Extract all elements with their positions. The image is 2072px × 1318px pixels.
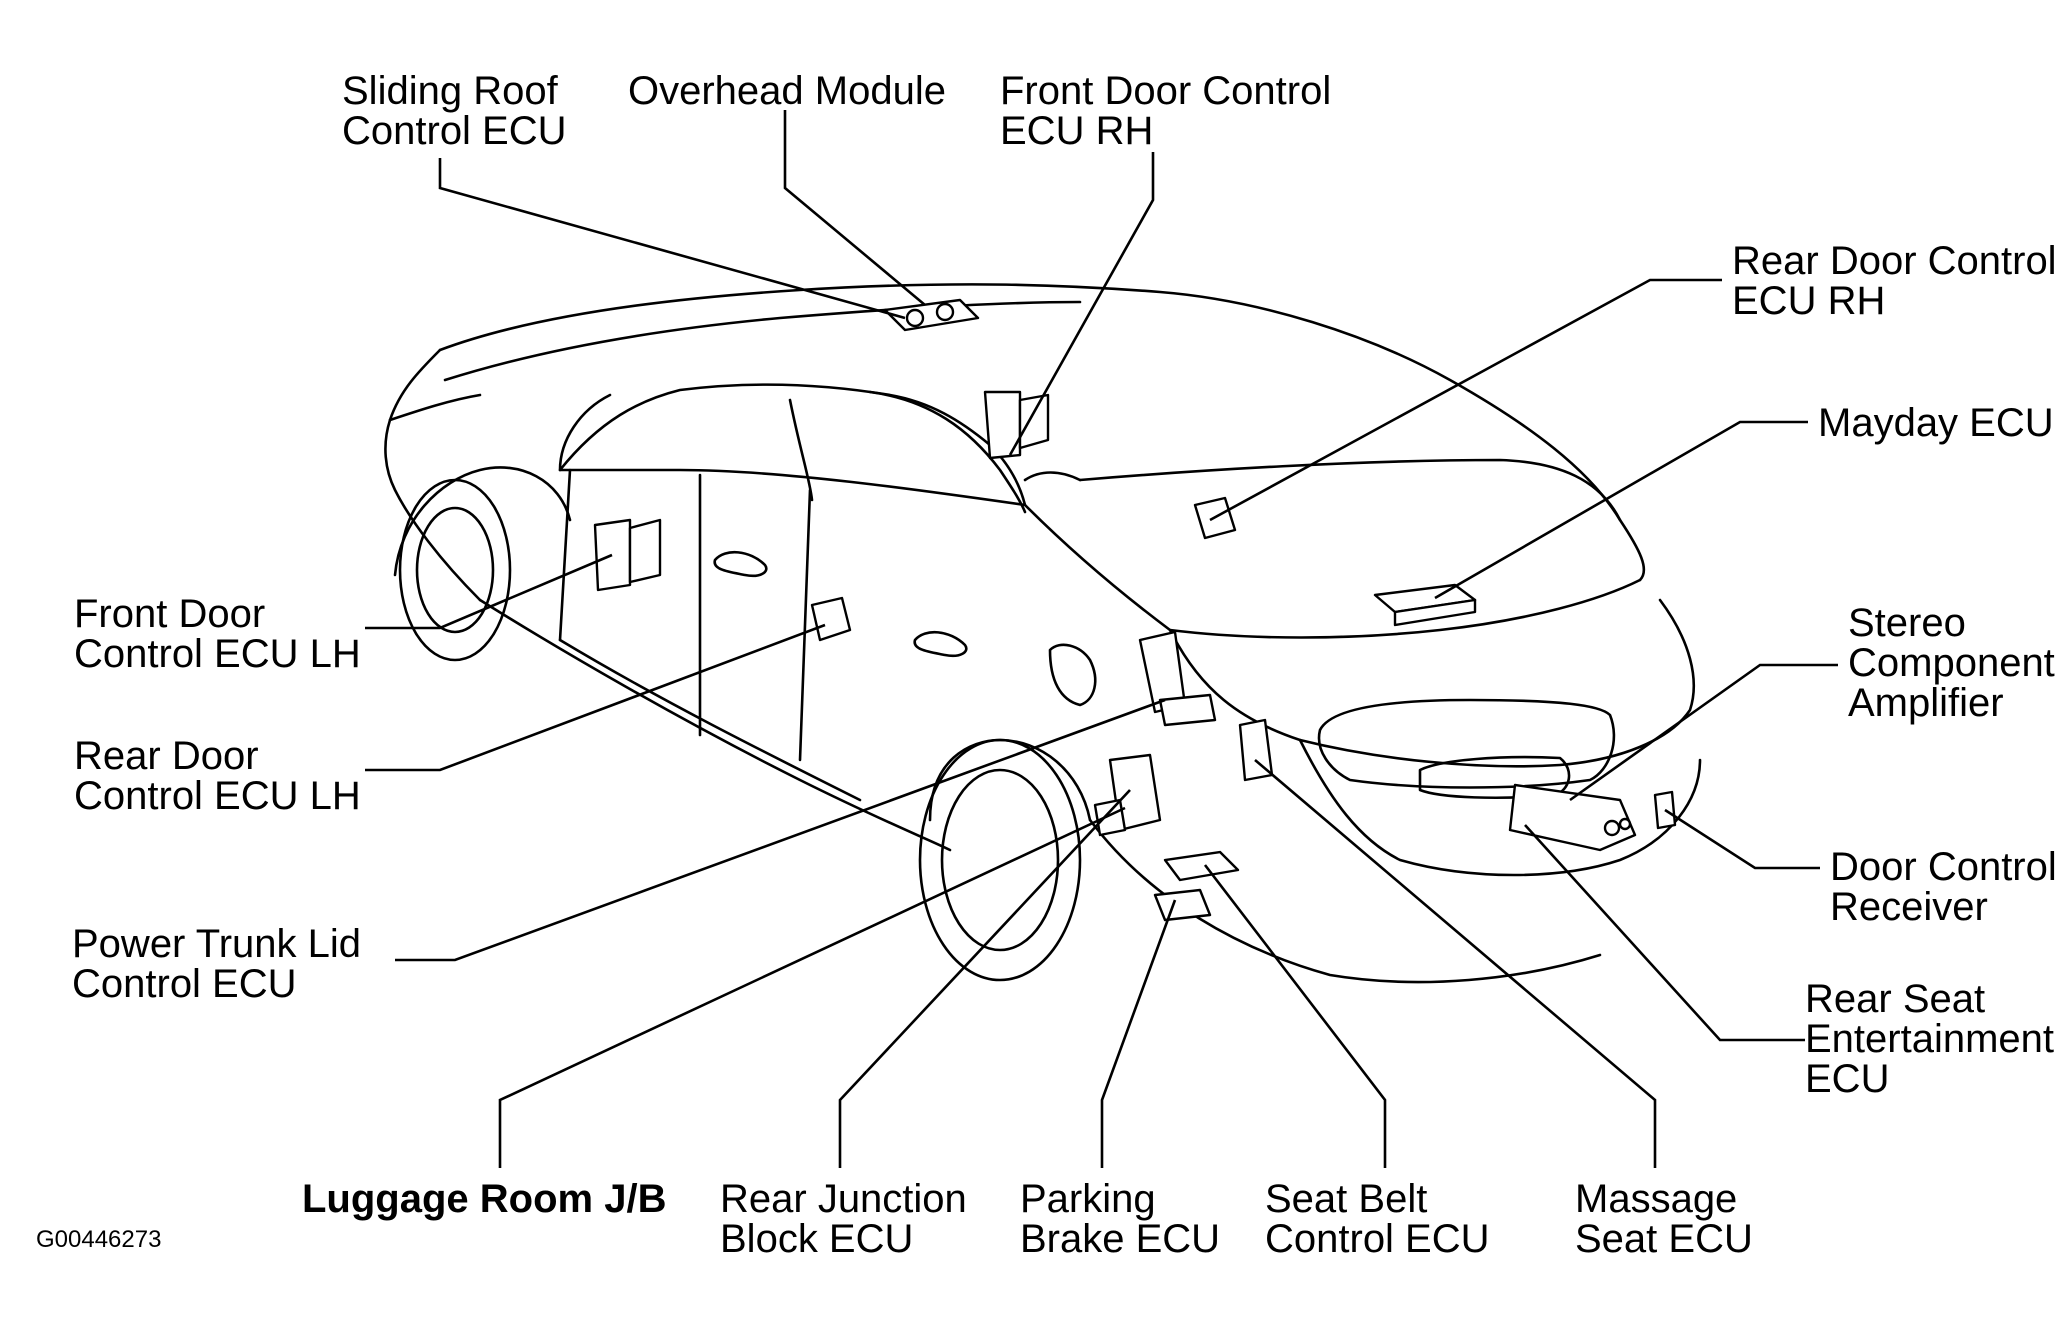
label-rear-seat-line1: Rear Seat: [1805, 977, 1985, 1021]
label-massage-seat-line1: Massage: [1575, 1177, 1737, 1221]
label-sliding-roof-line1: Sliding Roof: [342, 69, 559, 113]
leader-lines: [365, 110, 1838, 1168]
front-door-rh-part: [983, 390, 1022, 460]
label-rear-door-lh-line1: Rear Door: [74, 734, 259, 778]
label-luggage-jb: Luggage Room J/B: [302, 1177, 666, 1221]
parking-brake-part: [1163, 850, 1240, 882]
front-door-lh-part: [593, 518, 632, 592]
label-front-door-lh-line2: Control ECU LH: [74, 632, 361, 676]
label-front-door-rh-line2: ECU RH: [1000, 109, 1153, 153]
label-rear-door-rh-line2: ECU RH: [1732, 279, 1885, 323]
label-rear-door-lh-line2: Control ECU LH: [74, 774, 361, 818]
label-parking-brake-line2: Brake ECU: [1020, 1217, 1220, 1261]
label-parking-brake-line1: Parking: [1020, 1177, 1156, 1221]
label-stereo-line3: Amplifier: [1848, 681, 2004, 725]
label-power-trunk-line2: Control ECU: [72, 962, 297, 1006]
label-stereo-line1: Stereo: [1848, 601, 1966, 645]
labels: Sliding Roof Control ECU Overhead Module…: [36, 69, 2057, 1261]
label-stereo-line2: Component: [1848, 641, 2055, 685]
component-parts: [593, 298, 1677, 922]
stereo-amp-part: [1508, 783, 1637, 852]
label-door-receiver-line2: Receiver: [1830, 885, 1988, 929]
label-front-door-lh-line1: Front Door: [74, 592, 265, 636]
label-rear-junction-line1: Rear Junction: [720, 1177, 967, 1221]
label-front-door-rh-line1: Front Door Control: [1000, 69, 1331, 113]
label-mayday: Mayday ECU: [1818, 401, 2054, 445]
label-sliding-roof-line2: Control ECU: [342, 109, 567, 153]
label-rear-door-rh-line1: Rear Door Control: [1732, 239, 2057, 283]
label-rear-seat-line2: Entertainment: [1805, 1017, 2054, 1061]
label-overhead-module: Overhead Module: [628, 69, 946, 113]
label-rear-seat-line3: ECU: [1805, 1057, 1889, 1101]
label-seat-belt-line2: Control ECU: [1265, 1217, 1490, 1261]
rear-door-lh-part: [810, 596, 852, 642]
car-illustration: [384, 283, 1702, 984]
label-power-trunk-line1: Power Trunk Lid: [72, 922, 361, 966]
label-seat-belt-line1: Seat Belt: [1265, 1177, 1427, 1221]
label-door-receiver-line1: Door Control: [1830, 845, 2057, 889]
figure-code: G00446273: [36, 1226, 161, 1253]
label-massage-seat-line2: Seat ECU: [1575, 1217, 1753, 1261]
label-rear-junction-line2: Block ECU: [720, 1217, 913, 1261]
